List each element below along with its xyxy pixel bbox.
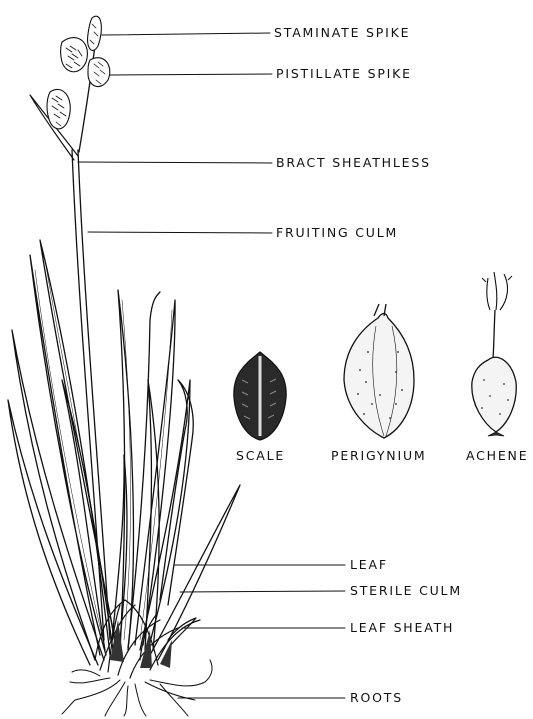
label-leaf: LEAF <box>350 558 388 572</box>
label-scale: SCALE <box>236 449 285 463</box>
label-perigynium: PERIGYNIUM <box>331 449 426 463</box>
label-leaf-sheath: LEAF SHEATH <box>350 621 454 635</box>
perigynium-drawing <box>344 304 414 438</box>
achene-drawing <box>472 272 516 436</box>
label-staminate-spike: STAMINATE SPIKE <box>274 26 410 40</box>
scale-drawing <box>234 352 286 440</box>
label-roots: ROOTS <box>350 691 403 705</box>
leader-lines <box>78 33 345 698</box>
label-achene: ACHENE <box>466 449 528 463</box>
fruiting-culm-stem <box>72 30 110 640</box>
label-fruiting-culm: FRUITING CULM <box>276 226 398 240</box>
label-pistillate-spike: PISTILLATE SPIKE <box>276 67 412 81</box>
spikes <box>47 16 110 129</box>
label-bract-sheathless: BRACT SHEATHLESS <box>276 156 431 170</box>
label-sterile-culm: STERILE CULM <box>350 584 462 598</box>
roots <box>62 660 212 716</box>
